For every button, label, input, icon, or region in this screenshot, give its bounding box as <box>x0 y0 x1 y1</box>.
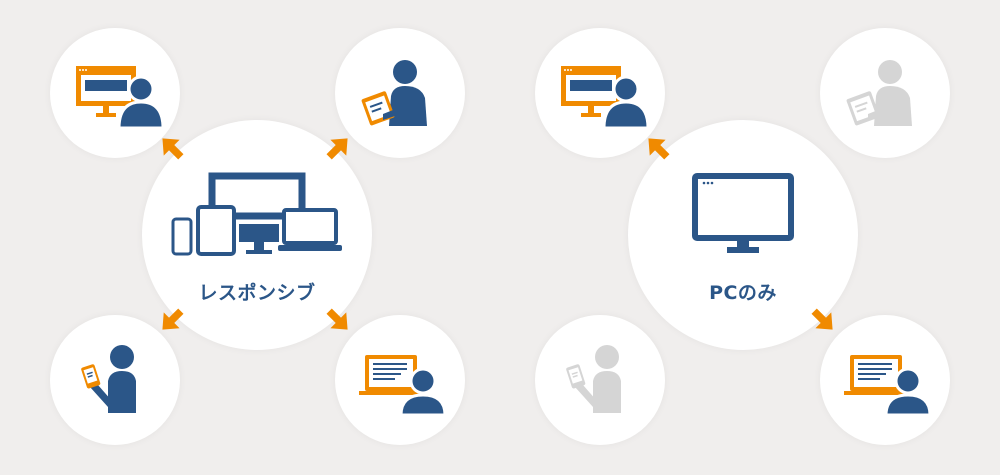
tablet-user-icon <box>846 60 912 126</box>
hub-label: レスポンシブ <box>198 282 316 304</box>
pc-user-icon <box>76 66 165 130</box>
satellite-laptop-user-right <box>820 315 950 445</box>
phone-user-icon <box>566 345 621 413</box>
arrow-icon <box>806 303 841 338</box>
satellite-tablet-user-right <box>820 28 950 158</box>
tablet-user-icon <box>361 60 427 126</box>
multi-device-icon <box>171 172 342 256</box>
laptop-user-icon <box>359 355 447 417</box>
satellite-tablet-user <box>335 28 465 158</box>
satellite-phone-user-right <box>535 315 665 445</box>
satellite-pc-user <box>50 28 180 158</box>
phone-user-icon <box>81 345 136 413</box>
arrow-icon <box>640 130 675 165</box>
pc-user-icon <box>561 66 650 130</box>
satellite-phone-user <box>50 315 180 445</box>
desktop-monitor-icon <box>692 173 794 253</box>
hub-label: PCのみ <box>709 282 777 304</box>
satellite-pc-user-right <box>535 28 665 158</box>
satellite-laptop-user <box>335 315 465 445</box>
laptop-user-icon <box>844 355 932 417</box>
